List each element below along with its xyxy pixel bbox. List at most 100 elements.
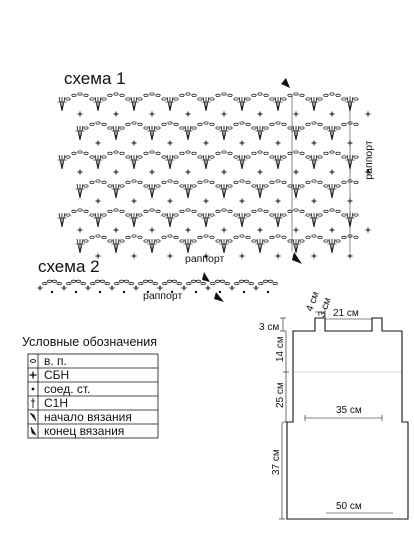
cross-icon — [185, 227, 191, 233]
chain-icon — [311, 234, 317, 238]
dot-icon — [266, 290, 270, 294]
chain-icon — [95, 279, 101, 283]
cross-icon — [203, 198, 209, 204]
stitch-fan — [183, 125, 193, 141]
chain-icon — [179, 209, 185, 213]
chain-icon — [263, 126, 269, 130]
chain-icon — [209, 180, 215, 184]
chain-icon — [233, 155, 239, 159]
cross-icon — [329, 169, 335, 175]
cross-icon — [77, 227, 83, 233]
chain-icon — [42, 281, 48, 286]
stitch-fan — [75, 125, 85, 141]
chain-icon — [89, 122, 95, 126]
chain-icon — [107, 151, 113, 155]
chain-icon — [123, 279, 129, 283]
chain-icon — [245, 97, 251, 101]
chain-icon — [341, 155, 347, 159]
chain-icon — [191, 184, 197, 188]
stitch-fan — [237, 96, 247, 112]
chain-icon — [263, 209, 269, 213]
chain-icon — [113, 150, 119, 154]
cross-icon — [167, 140, 173, 146]
dot-icon — [31, 387, 35, 391]
chain-icon — [227, 93, 233, 97]
chain-icon — [119, 239, 125, 243]
chain-icon — [275, 234, 281, 238]
end-arrow-icon — [281, 78, 290, 88]
chain-icon — [200, 281, 206, 286]
chain-icon — [215, 93, 221, 97]
cross-icon — [257, 169, 263, 175]
chain-icon — [281, 213, 287, 217]
chain-icon — [353, 235, 359, 239]
chain-icon — [90, 281, 96, 286]
chain-icon — [209, 235, 215, 239]
chain-icon — [227, 209, 233, 213]
chain-icon — [317, 97, 323, 101]
stitch-fan — [183, 238, 193, 254]
chain-icon — [251, 184, 257, 188]
chain-icon — [335, 151, 341, 155]
chain-icon — [219, 279, 225, 283]
chain-icon — [281, 180, 287, 184]
chain-icon — [143, 151, 149, 155]
chain-icon — [341, 235, 347, 239]
chain-icon — [125, 122, 131, 126]
chain-icon — [114, 281, 120, 286]
chain-icon — [113, 92, 119, 96]
chain-icon — [119, 209, 125, 213]
chain-icon — [137, 180, 143, 184]
stitch-fan — [273, 212, 283, 228]
chain-icon — [77, 150, 83, 154]
chain-icon — [305, 180, 311, 184]
legend-label-2: СБН — [44, 368, 69, 382]
chain-icon — [101, 213, 107, 217]
chain-icon — [185, 208, 191, 212]
legend-heading: Условные обозначения — [22, 335, 157, 349]
chain-icon — [83, 209, 89, 213]
chain-icon — [95, 234, 101, 238]
chain-icon — [56, 281, 62, 286]
stitch-fan — [273, 154, 283, 170]
chain-icon — [191, 209, 197, 213]
chain-icon — [101, 235, 107, 239]
chain-icon — [305, 213, 311, 217]
end-arrow-icon — [30, 426, 37, 436]
stitch-fan — [201, 154, 211, 170]
chain-icon — [101, 155, 107, 159]
cross-icon — [275, 198, 281, 204]
cross-icon — [257, 227, 263, 233]
stitch-fan — [201, 212, 211, 228]
cross-icon — [61, 285, 67, 291]
chain-icon — [197, 180, 203, 184]
chain-icon — [245, 180, 251, 184]
cross-icon — [311, 198, 317, 204]
chain-icon — [269, 97, 275, 101]
chain-icon — [149, 92, 155, 96]
chain-icon — [329, 92, 335, 96]
chain-icon — [155, 239, 161, 243]
stitch-fan — [75, 238, 85, 254]
chain-icon — [101, 122, 107, 126]
chain-icon — [227, 239, 233, 243]
chain-icon — [323, 151, 329, 155]
legend-label-4: С1Н — [44, 396, 68, 410]
cross-icon — [329, 227, 335, 233]
stitch-fan — [147, 125, 157, 141]
chain-icon — [203, 179, 209, 183]
chain-icon — [89, 235, 95, 239]
chain-icon — [161, 235, 167, 239]
chain-icon — [149, 208, 155, 212]
chain-icon — [161, 122, 167, 126]
chain-icon — [263, 239, 269, 243]
chain-icon — [227, 126, 233, 130]
chain-icon — [299, 126, 305, 130]
chain-icon — [335, 126, 341, 130]
cross-icon — [205, 285, 211, 291]
chain-icon — [317, 235, 323, 239]
chain-icon — [215, 126, 221, 130]
legend-label-3: соед. ст. — [44, 382, 90, 396]
stitch-fan — [57, 154, 67, 170]
